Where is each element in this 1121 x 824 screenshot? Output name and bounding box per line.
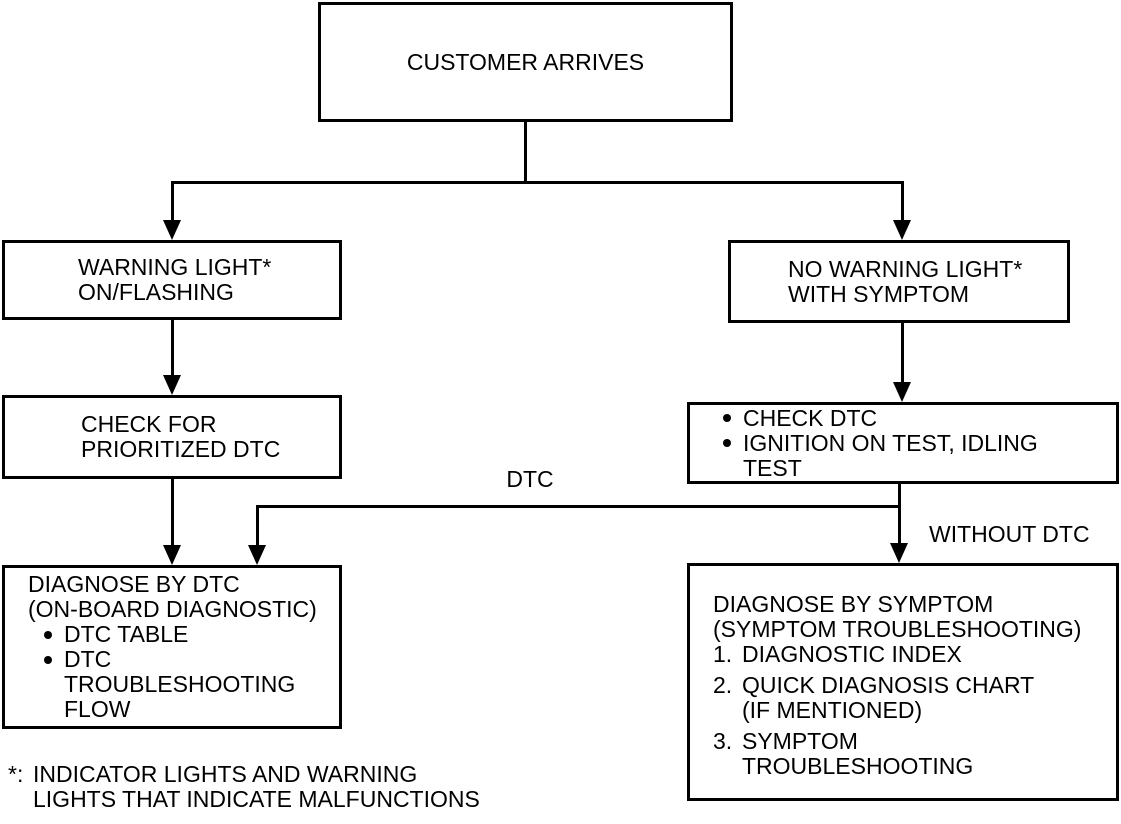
node-diagnose-by-dtc: DIAGNOSE BY DTC (ON-BOARD DIAGNOSTIC) DT… [2, 565, 342, 729]
item-body: QUICK DIAGNOSIS CHART (IF MENTIONED) [742, 673, 1034, 723]
node-check-dtc-tests: CHECK DTC IGNITION ON TEST, IDLING TEST [687, 402, 1119, 484]
item-text: SYMPTOM [742, 728, 858, 754]
footnote-body: INDICATOR LIGHTS AND WARNING LIGHTS THAT… [33, 762, 480, 812]
bullet-item: DTC [44, 647, 339, 672]
connector-dtc-down [256, 505, 259, 547]
bullet-text: CHECK DTC [743, 404, 878, 431]
bullet-item: IGNITION ON TEST, IDLING [723, 429, 1116, 456]
arrow-down-icon [163, 375, 181, 395]
footnote-line: INDICATOR LIGHTS AND WARNING [33, 761, 418, 787]
edge-label-dtc: DTC [506, 466, 554, 492]
arrow-down-icon [893, 220, 911, 240]
node-no-warning-light-with-symptom: NO WARNING LIGHT* WITH SYMPTOM [728, 240, 1070, 323]
item-number: 3. [713, 728, 733, 754]
node-customer-arrives: CUSTOMER ARRIVES [318, 2, 733, 122]
arrow-down-icon [163, 545, 181, 565]
bullet-text: DTC TABLE [64, 621, 189, 647]
node-check-for-prioritized-dtc: CHECK FOR PRIORITIZED DTC [2, 395, 342, 479]
node-line: PRIORITIZED DTC [81, 436, 281, 462]
node-diagnose-by-symptom: DIAGNOSE BY SYMPTOM (SYMPTOM TROUBLESHOO… [687, 563, 1119, 801]
arrow-down-icon [248, 545, 266, 565]
connector-dtc-horizontal [256, 505, 901, 508]
numbered-item: 3. SYMPTOM TROUBLESHOOTING [713, 729, 1116, 779]
bullet-text: IGNITION ON TEST, IDLING [743, 429, 1038, 456]
connector-check-to-diagnose-dtc [171, 478, 174, 547]
arrow-down-icon [163, 220, 181, 240]
footnote-marker: *: [8, 761, 24, 787]
footnote-line: LIGHTS THAT INDICATE MALFUNCTIONS [33, 786, 480, 812]
item-number: 1. [713, 641, 733, 667]
bullet-wrap-line: TEST [743, 454, 802, 481]
node-line: WARNING LIGHT* [78, 254, 272, 280]
arrow-down-icon [890, 543, 908, 563]
node-line: ON/FLASHING [78, 279, 234, 305]
connector-to-no-warning [901, 181, 904, 222]
item-body: SYMPTOM TROUBLESHOOTING [742, 729, 973, 779]
node-warning-light-on-flashing: WARNING LIGHT* ON/FLASHING [2, 240, 342, 320]
arrow-down-icon [893, 382, 911, 402]
connector-warning-to-check [171, 319, 174, 377]
item-wrap-line: (IF MENTIONED) [742, 697, 923, 723]
connector-no-warning-to-checkdtc [901, 322, 904, 384]
edge-label-without-dtc: WITHOUT DTC [929, 521, 1090, 547]
node-line: DIAGNOSE BY SYMPTOM [713, 591, 994, 617]
connector-to-warning [171, 181, 174, 222]
bullet-text: DTC [64, 646, 112, 672]
bullet-icon [44, 655, 52, 664]
numbered-item: 1. DIAGNOSTIC INDEX [713, 642, 1116, 667]
item-text: QUICK DIAGNOSIS CHART [742, 672, 1035, 698]
bullet-wrap-line: TROUBLESHOOTING [64, 671, 296, 697]
node-line: WITH SYMPTOM [788, 280, 970, 307]
bullet-wrap-line: FLOW [64, 696, 131, 722]
node-line: CHECK FOR [81, 411, 217, 437]
item-number: 2. [713, 672, 733, 698]
node-line: NO WARNING LIGHT* [788, 255, 1023, 282]
bullet-item: DTC TABLE [44, 622, 339, 647]
connector-customer-down [524, 121, 527, 183]
node-line: (ON-BOARD DIAGNOSTIC) [28, 596, 317, 622]
numbered-item: 2. QUICK DIAGNOSIS CHART (IF MENTIONED) [713, 673, 1116, 723]
node-line: DIAGNOSE BY DTC [28, 571, 240, 597]
node-label: CUSTOMER ARRIVES [406, 48, 645, 75]
connector-split-horizontal [171, 181, 904, 184]
bullet-item: CHECK DTC [723, 404, 1116, 431]
bullet-icon [44, 630, 52, 639]
connector-checkdtc-to-diagnose-symptom [898, 483, 901, 545]
item-wrap-line: TROUBLESHOOTING [742, 753, 974, 779]
item-text: DIAGNOSTIC INDEX [742, 641, 962, 667]
bullet-icon [723, 414, 731, 422]
bullet-icon [723, 439, 731, 447]
footnote: *: INDICATOR LIGHTS AND WARNING LIGHTS T… [8, 762, 480, 812]
node-line: (SYMPTOM TROUBLESHOOTING) [713, 616, 1082, 642]
